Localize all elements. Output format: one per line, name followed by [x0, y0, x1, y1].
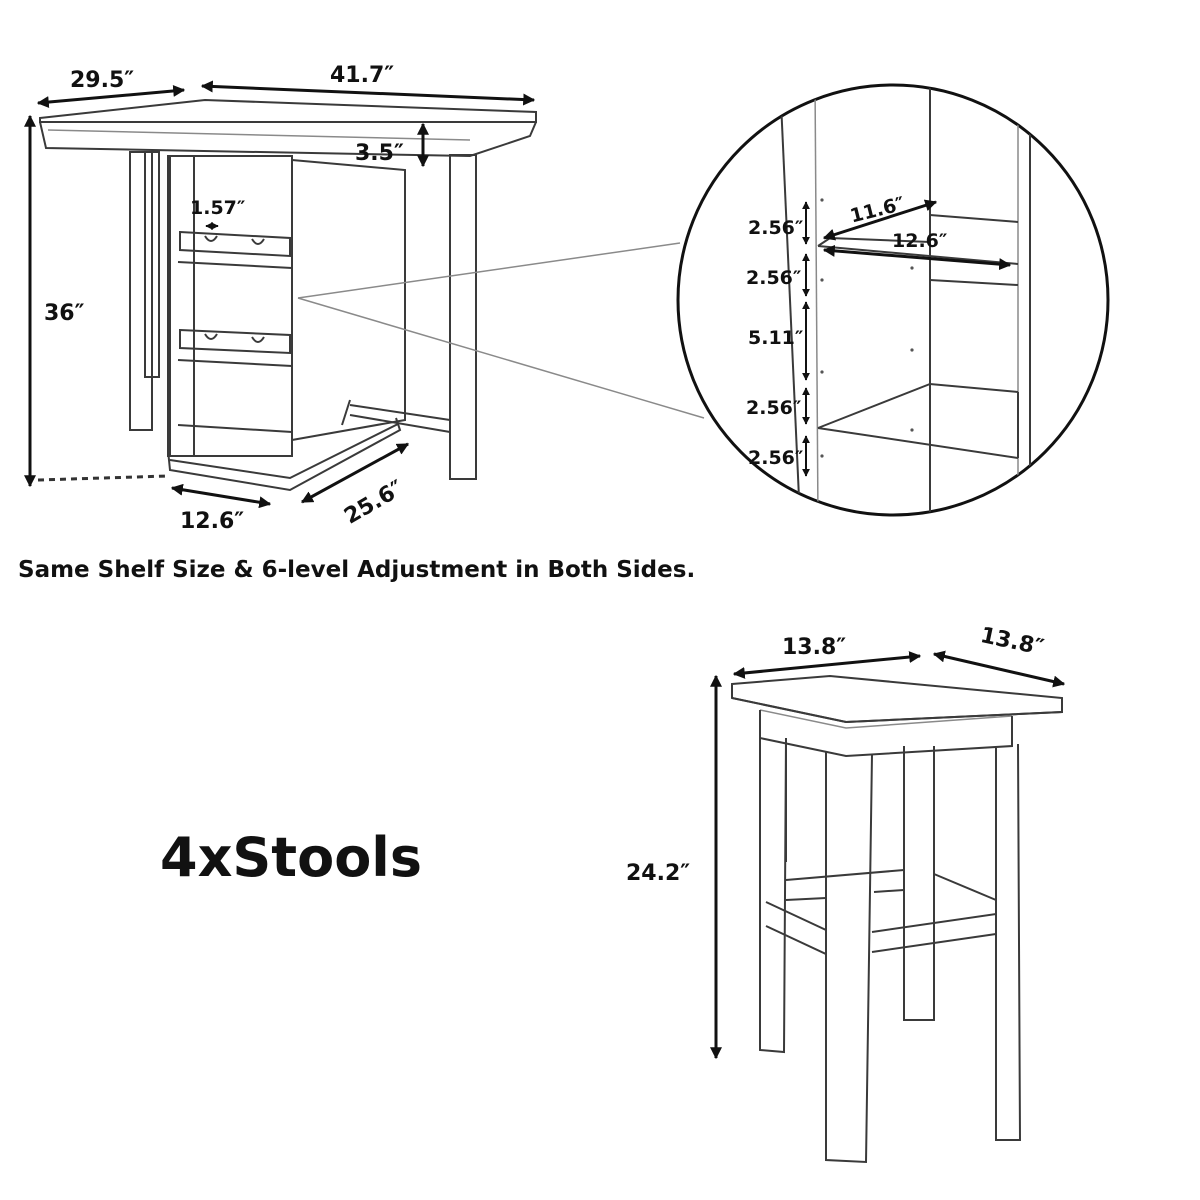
stools-count-label: 4xStools [160, 826, 422, 889]
table-height-label: 36″ [44, 301, 85, 326]
stool-drawing [731, 674, 1063, 1164]
shelf-detail-zoom [676, 83, 1110, 517]
table-dimension-arrows [24, 80, 536, 509]
slot-width-label: 1.57″ [190, 197, 246, 219]
base-width-label: 12.6″ [180, 509, 244, 534]
base-depth-label: 25.6″ [340, 476, 408, 530]
stool-height-label: 24.2″ [626, 861, 690, 886]
spacing-2-label: 2.56″ [746, 267, 802, 289]
table-drawing [37, 98, 537, 492]
stool-width-label: 13.8″ [782, 635, 846, 660]
spacing-1-label: 2.56″ [748, 217, 804, 239]
stool-dimension-arrows [710, 650, 1066, 1060]
table-top-thickness-label: 3.5″ [355, 141, 404, 166]
table-width-label: 29.5″ [70, 68, 134, 93]
spacing-4-label: 2.56″ [746, 397, 802, 419]
spacing-3-label: 5.11″ [748, 327, 804, 349]
stool-depth-label: 13.8″ [978, 623, 1046, 661]
table-length-label: 41.7″ [330, 63, 394, 88]
detail-dimension-arrows [802, 199, 1012, 477]
detail-callout-lines [297, 242, 705, 419]
spacing-5-label: 2.56″ [748, 447, 804, 469]
shelf-width-label: 12.6″ [892, 230, 948, 252]
shelf-caption: Same Shelf Size & 6-level Adjustment in … [18, 557, 696, 583]
